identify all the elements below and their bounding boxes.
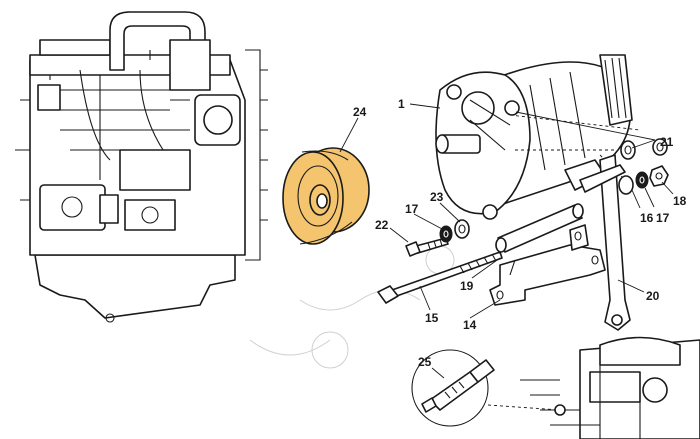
callout-14: 14 [463, 318, 477, 332]
callout-24: 24 [353, 105, 367, 119]
callout-21: 21 [660, 135, 674, 149]
washers-nuts-right [618, 138, 669, 195]
callout-17-right: 17 [656, 211, 670, 225]
bolt-15 [377, 251, 503, 304]
callout-22: 22 [375, 218, 389, 232]
bracket-14 [489, 224, 606, 306]
callout-1: 1 [398, 97, 405, 111]
callout-16: 16 [640, 211, 654, 225]
adjusting-link-20 [579, 154, 631, 331]
callout-labels: 1 24 21 16 17 18 17 23 22 19 20 14 15 25 [353, 97, 687, 369]
callout-25: 25 [418, 355, 432, 369]
callout-17-left: 17 [405, 202, 419, 216]
callout-19: 19 [460, 279, 474, 293]
leader-lines [339, 103, 674, 379]
callout-18: 18 [673, 194, 687, 208]
background-sketch [249, 245, 455, 369]
engine-block [15, 11, 268, 323]
sensor-25-inset [411, 349, 561, 427]
alternator-1 [435, 54, 633, 220]
spacer-19 [495, 203, 584, 253]
engine-fragment-bottom-right [520, 336, 700, 439]
pulley-24 [282, 147, 370, 245]
callout-20: 20 [646, 289, 660, 303]
callout-15: 15 [425, 311, 439, 325]
callout-23: 23 [430, 190, 444, 204]
bolt-22 [405, 237, 449, 257]
washers-left [439, 219, 470, 243]
